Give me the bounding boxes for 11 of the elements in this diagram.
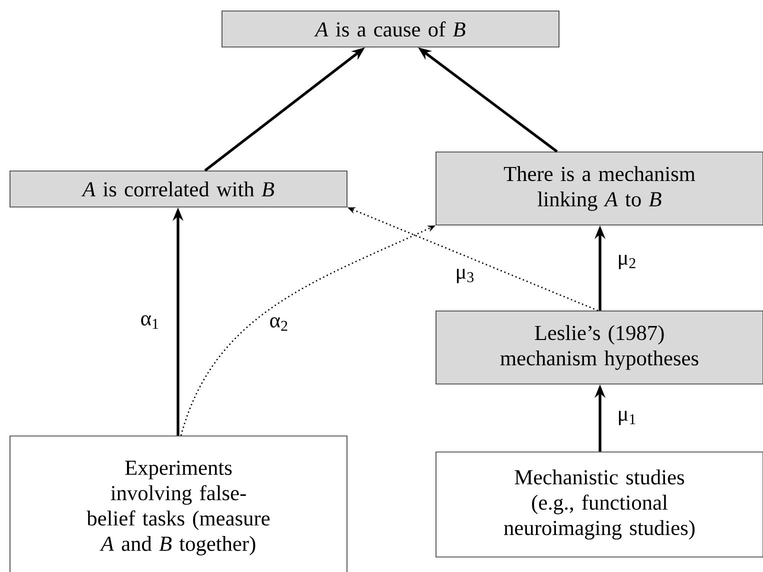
evidence-box: Mechanistic studies (e.g., functional neuroimaging studies) <box>436 452 763 558</box>
statement-box: Leslie’s (1987) mechanism hypotheses <box>436 310 763 384</box>
statement-box: A is a cause of B <box>222 10 560 48</box>
evidence-box: Experiments involving false-belief tasks (measure A and B together) <box>10 436 348 572</box>
edge-label: μ$_{2}$ <box>616 254 638 271</box>
edge-label: α$_{1}$ <box>139 314 161 330</box>
edge-label: μ$_{3}$ <box>454 268 476 285</box>
edge-label: μ$_{1}$ <box>616 410 638 427</box>
edge-label: α$_{2}$ <box>268 316 290 332</box>
statement-box: There is a mechanism linking A to B <box>436 152 763 226</box>
statement-box: A is correlated with B <box>10 170 348 208</box>
